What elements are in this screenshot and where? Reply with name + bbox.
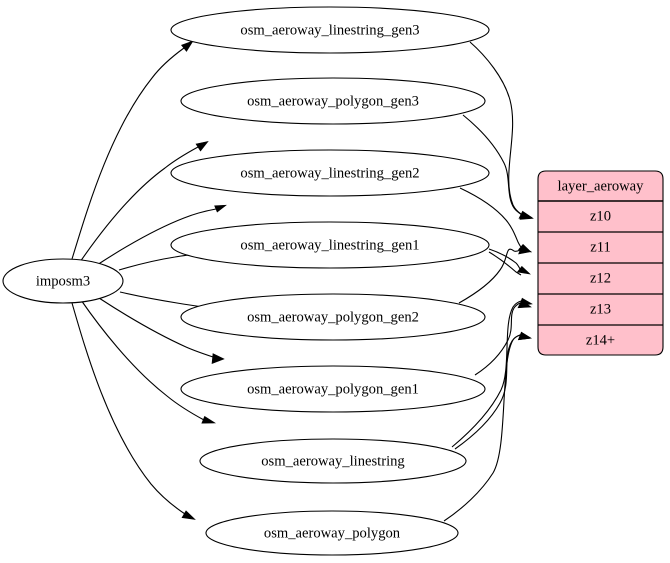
edge-imposm3-to-polygon <box>71 302 196 520</box>
node-osm-aeroway-polygon-gen1[interactable]: osm_aeroway_polygon_gen1 <box>180 365 486 413</box>
table-row-z13[interactable]: z13 <box>590 301 611 317</box>
node-osm-aeroway-polygon-gen2[interactable]: osm_aeroway_polygon_gen2 <box>180 293 486 341</box>
table-row-z11[interactable]: z11 <box>590 239 611 255</box>
edge-imposm3-to-linestring-gen3 <box>71 40 194 260</box>
edge-polygon-gen3-to-z10 <box>462 114 534 220</box>
edge-polygon-to-z14 <box>443 331 532 522</box>
table-row-z12[interactable]: z12 <box>590 270 611 286</box>
node-label: imposm3 <box>36 273 90 289</box>
node-label: osm_aeroway_linestring <box>261 453 405 469</box>
edge-linestring-to-z13 <box>451 297 533 448</box>
edge-linestring-gen1-alt-to-z12 <box>488 251 522 276</box>
table-title: layer_aeroway <box>558 178 645 194</box>
table-row-z10[interactable]: z10 <box>590 208 611 224</box>
node-label: osm_aeroway_linestring_gen2 <box>240 165 419 181</box>
edge-polygon-gen2-to-z11 <box>458 246 532 304</box>
table-row-z14[interactable]: z14+ <box>586 332 615 348</box>
node-osm-aeroway-linestring-gen2[interactable]: osm_aeroway_linestring_gen2 <box>170 149 490 197</box>
edge-group-tables-to-layer <box>443 41 534 522</box>
node-group-tables: osm_aeroway_linestring_gen3 osm_aeroway_… <box>170 6 490 556</box>
edge-imposm3-to-linestring-gen2 <box>96 204 227 266</box>
edge-imposm3-to-polygon-gen3 <box>79 141 209 263</box>
edge-imposm3-to-linestring <box>80 299 217 424</box>
node-osm-aeroway-polygon-gen3[interactable]: osm_aeroway_polygon_gen3 <box>180 77 486 125</box>
node-osm-aeroway-linestring-gen3[interactable]: osm_aeroway_linestring_gen3 <box>170 6 490 54</box>
node-label: osm_aeroway_polygon <box>264 525 401 541</box>
edge-imposm3-to-polygon-gen1 <box>98 297 225 365</box>
node-label: osm_aeroway_polygon_gen1 <box>247 381 419 397</box>
node-osm-aeroway-linestring[interactable]: osm_aeroway_linestring <box>199 438 467 484</box>
node-label: osm_aeroway_linestring_gen3 <box>240 22 419 38</box>
node-layer-aeroway-table[interactable]: layer_aeroway z10 z11 z12 z13 z14+ <box>537 170 664 356</box>
node-label: osm_aeroway_polygon_gen2 <box>247 309 419 325</box>
node-imposm3[interactable]: imposm3 <box>2 258 124 304</box>
node-label: osm_aeroway_polygon_gen3 <box>247 93 419 109</box>
node-osm-aeroway-polygon[interactable]: osm_aeroway_polygon <box>205 510 459 556</box>
node-osm-aeroway-linestring-gen1[interactable]: osm_aeroway_linestring_gen1 <box>170 221 490 269</box>
edge-linestring-gen1-to-z12 <box>488 248 531 275</box>
node-label: osm_aeroway_linestring_gen1 <box>240 237 419 253</box>
